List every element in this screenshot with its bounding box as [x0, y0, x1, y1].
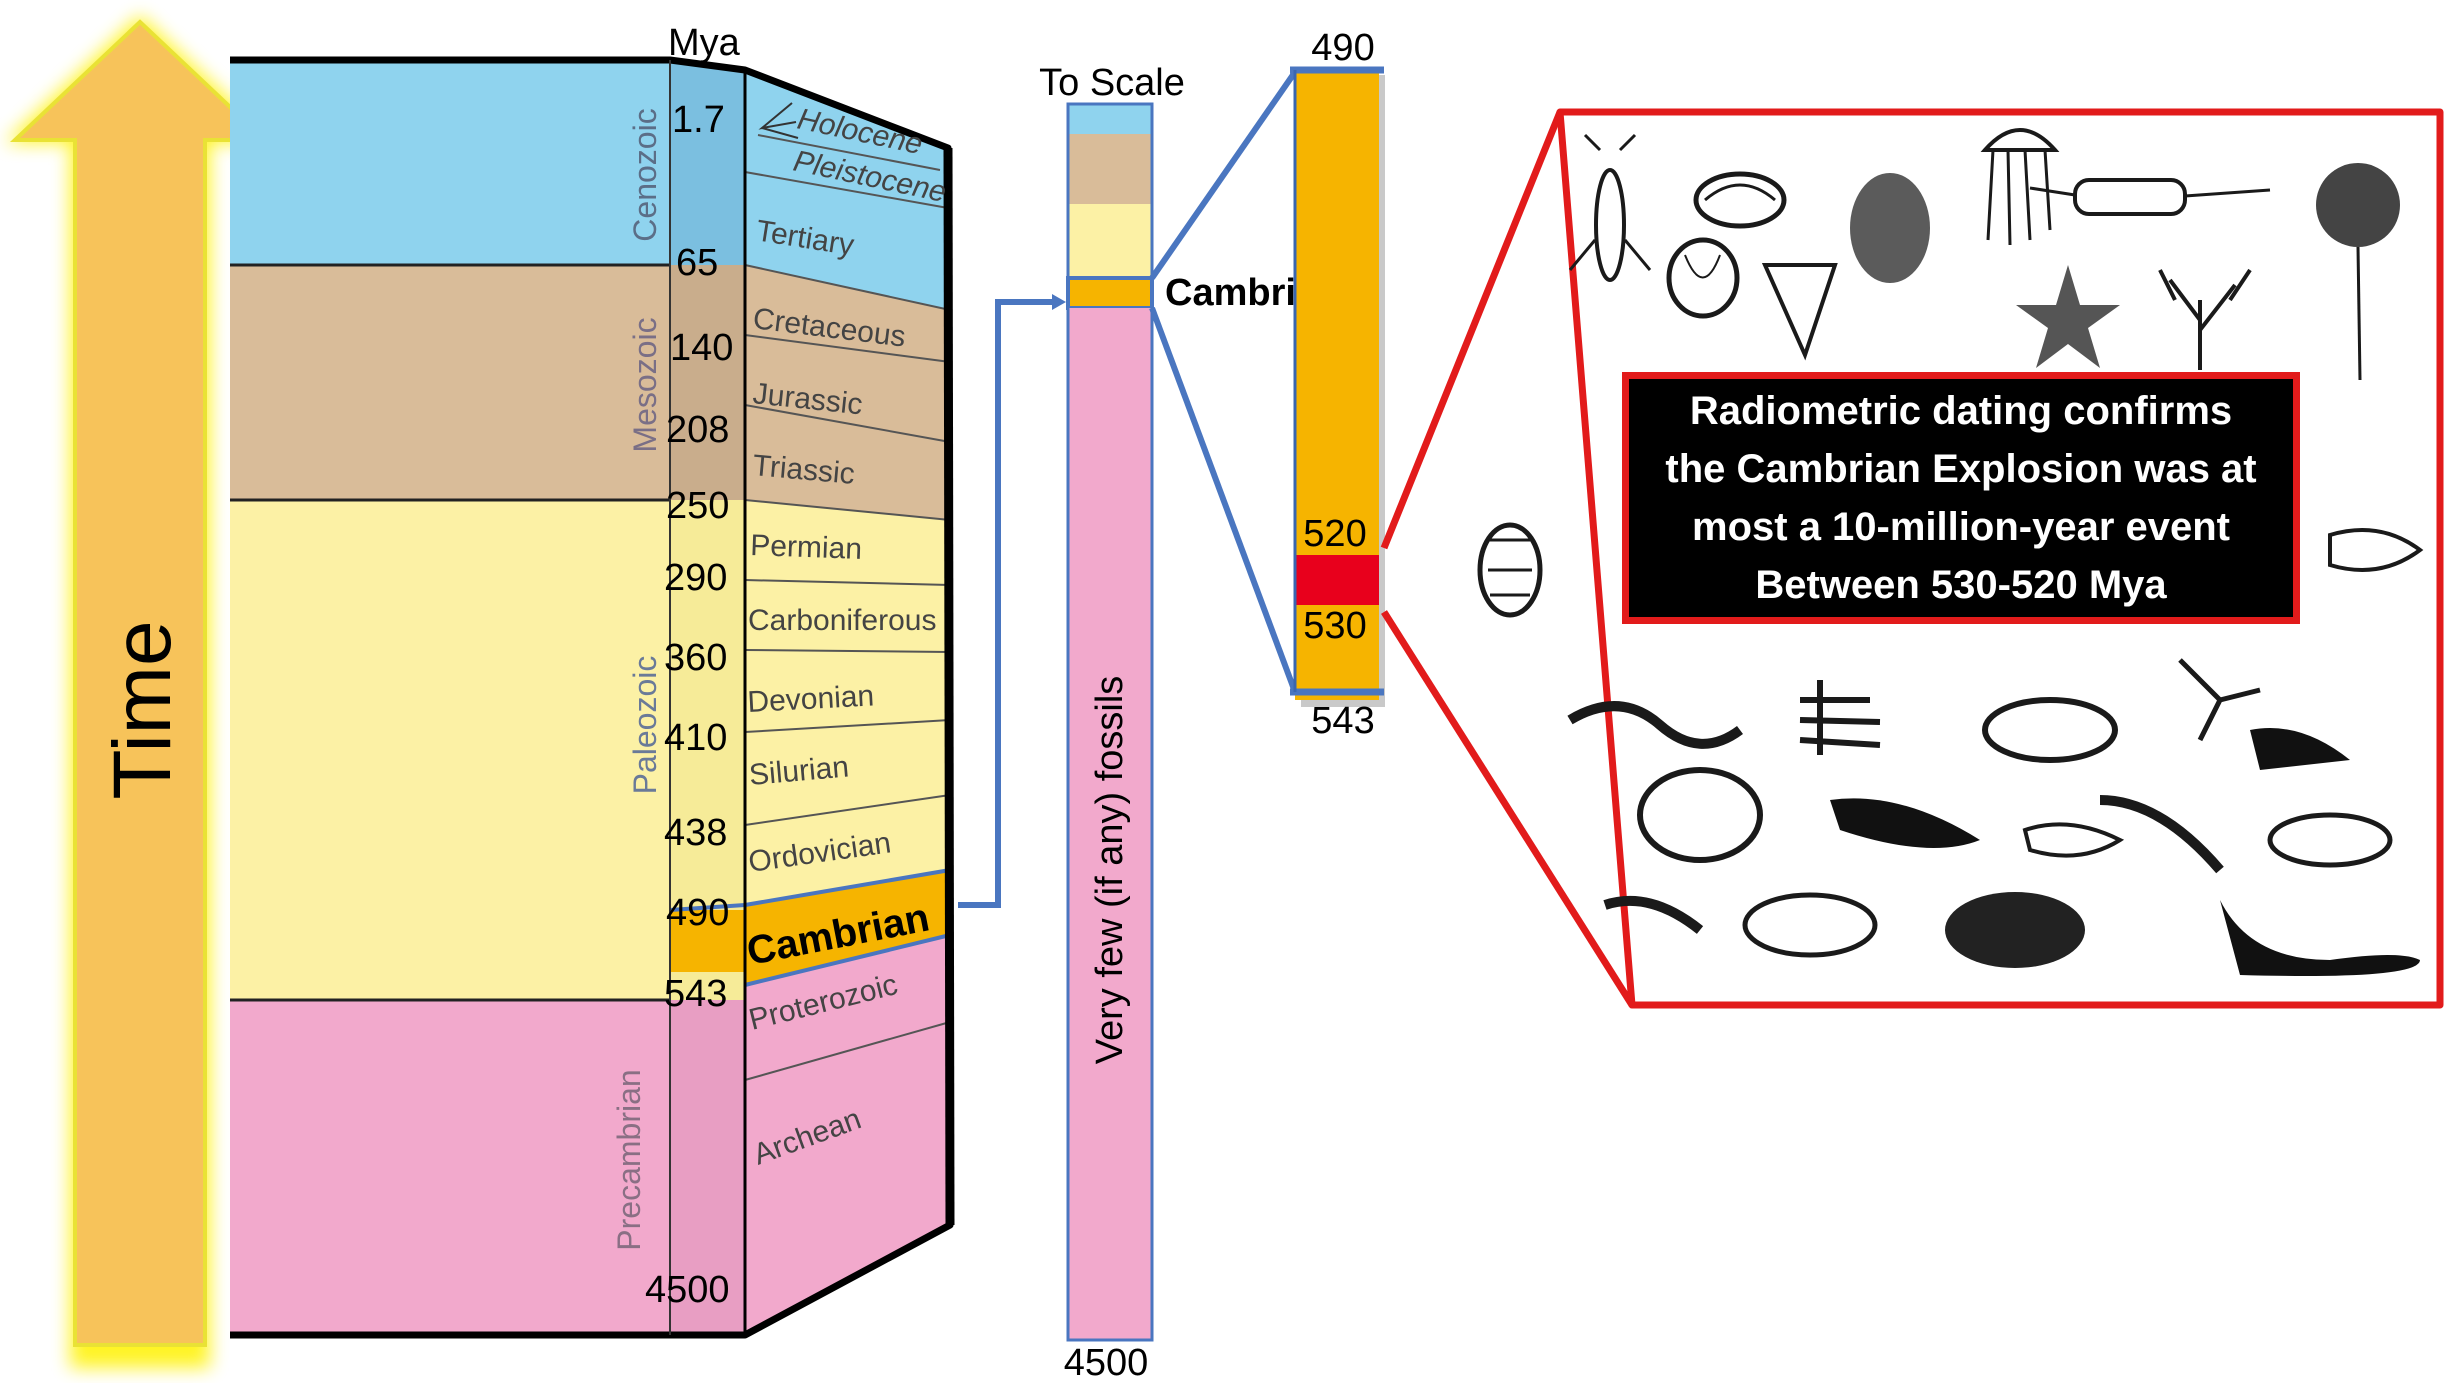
- tick-label: 410: [664, 717, 727, 759]
- tick-label: 140: [670, 327, 733, 369]
- tick-label: 290: [664, 557, 727, 599]
- callout-line: Radiometric dating confirms: [1665, 382, 2256, 440]
- period-label: Devonian: [747, 679, 875, 719]
- tick-label: 208: [666, 409, 729, 451]
- callout-line: the Cambrian Explosion was at: [1665, 440, 2256, 498]
- tick-label: 360: [664, 637, 727, 679]
- zoom-label-543: 543: [1311, 700, 1374, 742]
- era-band-paleozoic: [230, 500, 670, 1000]
- scale-bottom-label: 4500: [1064, 1342, 1149, 1383]
- tick-label: 250: [666, 485, 729, 527]
- very-few-fossils-label: Very few (if any) fossils: [1089, 676, 1131, 1065]
- era-label-mesozoic: Mesozoic: [627, 317, 663, 452]
- callout-line: Between 530-520 Mya: [1665, 556, 2256, 614]
- zoom-label-490: 490: [1311, 27, 1374, 69]
- era-label-precambrian: Precambrian: [611, 1069, 647, 1250]
- scale-cambrian-band: [1068, 278, 1152, 308]
- to-scale-title: To Scale: [1039, 62, 1185, 104]
- time-label: Time: [97, 620, 188, 799]
- mya-header: Mya: [668, 22, 741, 64]
- era-band-cenozoic: [230, 60, 670, 265]
- tick-label: 4500: [645, 1269, 730, 1311]
- tick-label: 65: [676, 242, 718, 284]
- zoom-label-530: 530: [1303, 605, 1366, 647]
- tick-label: 490: [666, 892, 729, 934]
- era-band-precambrian: [230, 1000, 670, 1335]
- cambrian-explosion-interval: [1295, 555, 1379, 605]
- zoom-label-520: 520: [1303, 513, 1366, 555]
- era-band-mesozoic: [230, 265, 670, 500]
- tick-label: 543: [664, 973, 727, 1015]
- tick-label: 438: [664, 812, 727, 854]
- cambrian-connector: [958, 302, 1060, 905]
- period-label: Carboniferous: [748, 604, 936, 637]
- cambrian-zoom-bar: 490 520 530 543: [1290, 27, 1385, 742]
- callout-line: most a 10-million-year event: [1665, 498, 2256, 556]
- period-label: Permian: [750, 529, 863, 566]
- era-label-cenozoic: Cenozoic: [627, 108, 663, 241]
- radiometric-dating-callout: Radiometric dating confirms the Cambrian…: [1622, 372, 2300, 624]
- tick-label: 1.7: [672, 99, 725, 141]
- stratigraphic-column: Mya Cenozoic Mesozoic Paleozoic Precambr…: [230, 22, 950, 1335]
- era-label-paleozoic: Paleozoic: [627, 656, 663, 795]
